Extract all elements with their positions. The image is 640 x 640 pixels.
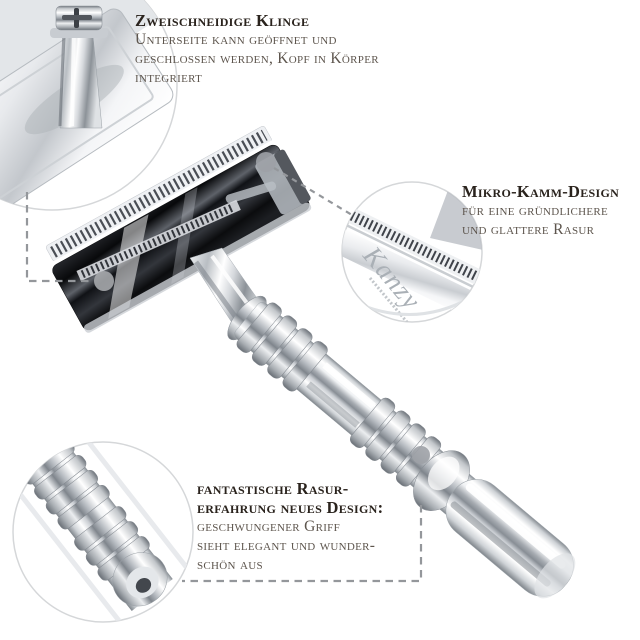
callout-right-body-line: und glattere Rasur xyxy=(462,221,595,238)
callout-bottom-body-line: sieht elegant und wunder- xyxy=(197,537,376,554)
callout-right-body-line: für eine gründlichere xyxy=(462,202,609,219)
leader-line-head-underside xyxy=(25,192,90,283)
inset3-handle xyxy=(13,442,193,622)
detail-circle-micro-comb: Kanzy xyxy=(341,181,483,323)
callout-top-body-line: Unterseite kann geöffnet und xyxy=(135,31,337,48)
detail-circle-handle xyxy=(12,441,194,623)
callout-top-body-line: integriert xyxy=(135,69,203,86)
leader-line-micro-comb xyxy=(273,167,353,216)
inset2-comb-row xyxy=(342,204,482,322)
detail-circle-head-underside xyxy=(0,0,178,211)
inset3-end-hole xyxy=(135,578,152,593)
callout-top: Zweischneidige Klinge Unterseite kann ge… xyxy=(135,11,379,87)
head-blade-edge xyxy=(76,199,241,282)
callout-top-heading: Zweischneidige Klinge xyxy=(135,11,310,30)
callout-bottom-heading-line: erfahrung neues Design: xyxy=(197,498,384,517)
callout-right: Mikro-Kamm-Design für eine gründlichere … xyxy=(462,182,619,239)
callout-bottom-body-line: geschwungener Griff xyxy=(197,518,340,535)
inset1-center-post xyxy=(50,5,108,129)
leader-dot-micro-comb xyxy=(256,152,276,172)
inset1-backdrop xyxy=(0,0,177,156)
leader-dot-head-underside xyxy=(94,271,114,291)
inset2-dark-sliver xyxy=(430,185,482,250)
callout-bottom: fantastische Rasur- erfahrung neues Desi… xyxy=(197,479,383,574)
callout-bottom-body-line: schön aus xyxy=(197,556,263,573)
callout-top-body-line: geschlossen werden, Kopf in Körper xyxy=(135,50,379,67)
razor-handle xyxy=(234,302,576,599)
callout-bottom-heading-line: fantastische Rasur- xyxy=(197,479,349,498)
head-comb-teeth xyxy=(50,129,268,258)
callout-right-heading: Mikro-Kamm-Design xyxy=(462,182,620,201)
leader-line-handle xyxy=(182,505,423,583)
leader-dot-handle xyxy=(412,446,430,464)
